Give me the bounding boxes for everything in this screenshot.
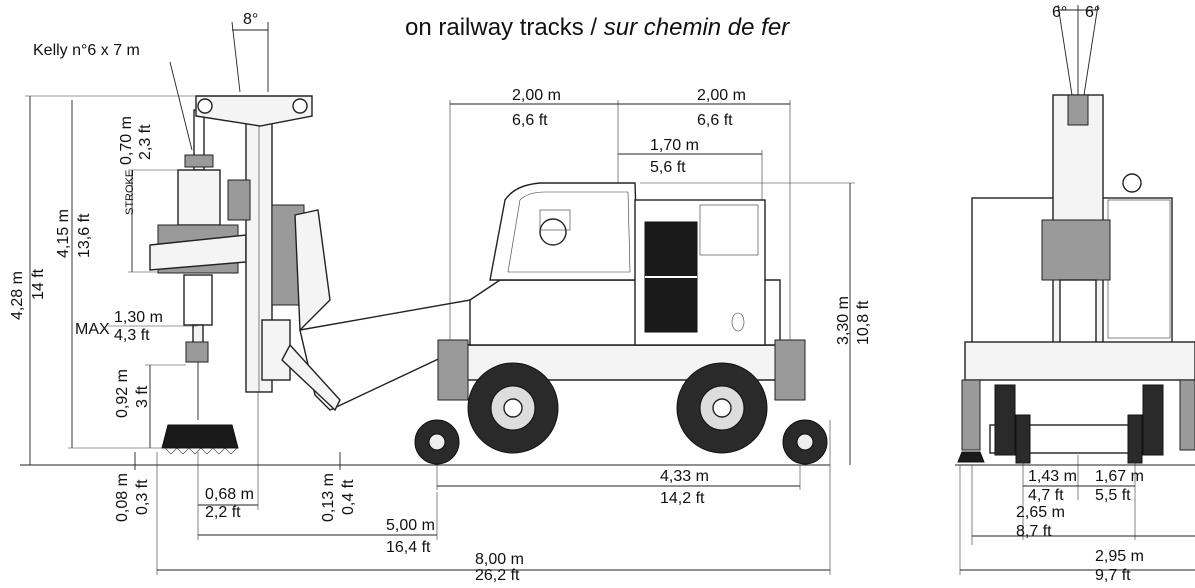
- wheelbase-ft-label: 14,2 ft: [660, 490, 705, 507]
- angle-6-right-line: [1083, 4, 1099, 96]
- cab-rear-m-label: 2,00 m: [512, 87, 561, 104]
- road-wheel-front-hub: [712, 398, 732, 418]
- front-outrigger-left: [961, 379, 981, 451]
- total-height-m-label: 4,28 m: [9, 271, 26, 320]
- total-height-ft-label: 14 ft: [30, 268, 47, 300]
- cab-front-m-label: 2,00 m: [697, 87, 746, 104]
- mast-winch: [227, 179, 251, 221]
- service-hatch: [731, 312, 745, 332]
- front-view-machine: [955, 94, 1195, 466]
- width-m-label: 2,95 m: [1095, 548, 1144, 565]
- front-road-wheel-left: [994, 384, 1016, 456]
- wheelbase-m-label: 4,33 m: [660, 468, 709, 485]
- front-frame: [964, 341, 1195, 381]
- kelly-leader: [169, 61, 193, 151]
- sheave-left: [197, 98, 213, 114]
- rail-m-label: 0,13 m: [320, 473, 337, 522]
- rail-wheel-front-hub: [796, 433, 814, 451]
- track-right-ft-label: 5,5 ft: [1095, 487, 1131, 504]
- max-m-label: 1,30 m: [114, 309, 163, 326]
- front-view-dimensions: [959, 4, 1195, 575]
- cab-top-ft-label: 5,6 ft: [650, 159, 686, 176]
- side-view-dimensions: [25, 21, 855, 575]
- angle-right-label: 6°: [1085, 4, 1100, 21]
- front-mast-head: [1067, 94, 1089, 126]
- stroke-ft-label: 2,3 ft: [137, 124, 154, 160]
- cab-height-ft-label: 10,8 ft: [855, 300, 872, 345]
- cab-window: [507, 191, 631, 273]
- casing: [183, 274, 213, 326]
- title-alt: sur chemin de fer: [604, 14, 790, 41]
- angle-6-left-line: [1057, 4, 1073, 96]
- kelly-label: Kelly n°6 x 7 m: [33, 42, 140, 59]
- reach-ft-label: 16,4 ft: [386, 539, 431, 556]
- road-wheel-rear-hub: [503, 398, 523, 418]
- front-pad-left: [957, 451, 985, 463]
- cab-rear-ft-label: 6,6 ft: [512, 112, 548, 129]
- rail-wheel-rear-hub: [428, 433, 446, 451]
- drilling-tool: [161, 424, 239, 449]
- front-road-wheel-right: [1142, 384, 1164, 456]
- front-view-labels: 6° 6° 1,43 m 4,7 ft 1,67 m 5,5 ft 2,65 m…: [1016, 4, 1144, 584]
- length-ft-label: 26,2 ft: [475, 567, 520, 583]
- ground-m-label: 0,08 m: [114, 473, 131, 522]
- rail-gear-rear: [437, 339, 469, 401]
- title-text: on railway tracks / sur chemin de fer: [405, 14, 790, 41]
- engine-fan: [539, 218, 567, 246]
- length-m-label: 8,00 m: [475, 551, 524, 568]
- angle-8-left: [231, 21, 241, 93]
- reach-m-label: 5,00 m: [386, 517, 435, 534]
- rail-gear-front: [774, 339, 806, 401]
- mast-foot: [261, 319, 291, 381]
- max-word-label: MAX: [75, 321, 110, 338]
- boom-lower: [281, 343, 341, 412]
- title-main: on railway tracks: [405, 14, 584, 41]
- tool-teeth: [164, 447, 238, 455]
- mast-brace: [294, 209, 331, 332]
- track-left-ft-label: 4,7 ft: [1028, 487, 1064, 504]
- front-rotary: [1041, 219, 1111, 281]
- cab-front-ft-label: 6,6 ft: [697, 112, 733, 129]
- max-ft-label: 4,3 ft: [114, 327, 150, 344]
- ground-ft-label: 0,3 ft: [134, 479, 151, 515]
- tool-m-label: 0,92 m: [114, 369, 131, 418]
- stroke-word-label: STROKE: [124, 170, 136, 215]
- mast-head: [195, 95, 313, 127]
- rotary-top: [177, 169, 221, 226]
- cab-height-m-label: 3,30 m: [835, 296, 852, 345]
- front-outrigger-right: [1179, 379, 1195, 451]
- width-ft-label: 9,7 ft: [1095, 567, 1131, 583]
- tilt-angle-label: 8°: [243, 11, 258, 28]
- rail-ft-label: 0,4 ft: [340, 479, 357, 515]
- cab-top-m-label: 1,70 m: [650, 137, 699, 154]
- engine-top: [699, 204, 759, 256]
- title-sep: /: [584, 14, 604, 41]
- side-view-labels: Kelly n°6 x 7 m 8° STROKE 0,70 m 2,3 ft …: [9, 11, 872, 584]
- angle-left-label: 6°: [1052, 4, 1067, 21]
- track-ft-label: 8,7 ft: [1016, 523, 1052, 540]
- front-casing: [1059, 279, 1097, 351]
- drill-collar: [185, 341, 209, 363]
- track-m-label: 2,65 m: [1016, 504, 1065, 521]
- track-left-m-label: 1,43 m: [1028, 468, 1077, 485]
- offset-ft-label: 2,2 ft: [205, 504, 241, 521]
- mast-height-ft-label: 13,6 ft: [76, 213, 93, 258]
- offset-m-label: 0,68 m: [205, 486, 254, 503]
- front-mirror: [1122, 173, 1142, 193]
- sheave-right: [292, 98, 308, 114]
- mast-height-m-label: 4,15 m: [55, 209, 72, 258]
- stroke-m-label: 0,70 m: [118, 116, 135, 165]
- tool-ft-label: 3 ft: [134, 385, 151, 408]
- engine-box: [539, 209, 571, 231]
- track-right-m-label: 1,67 m: [1095, 468, 1144, 485]
- kelly-head: [184, 154, 214, 168]
